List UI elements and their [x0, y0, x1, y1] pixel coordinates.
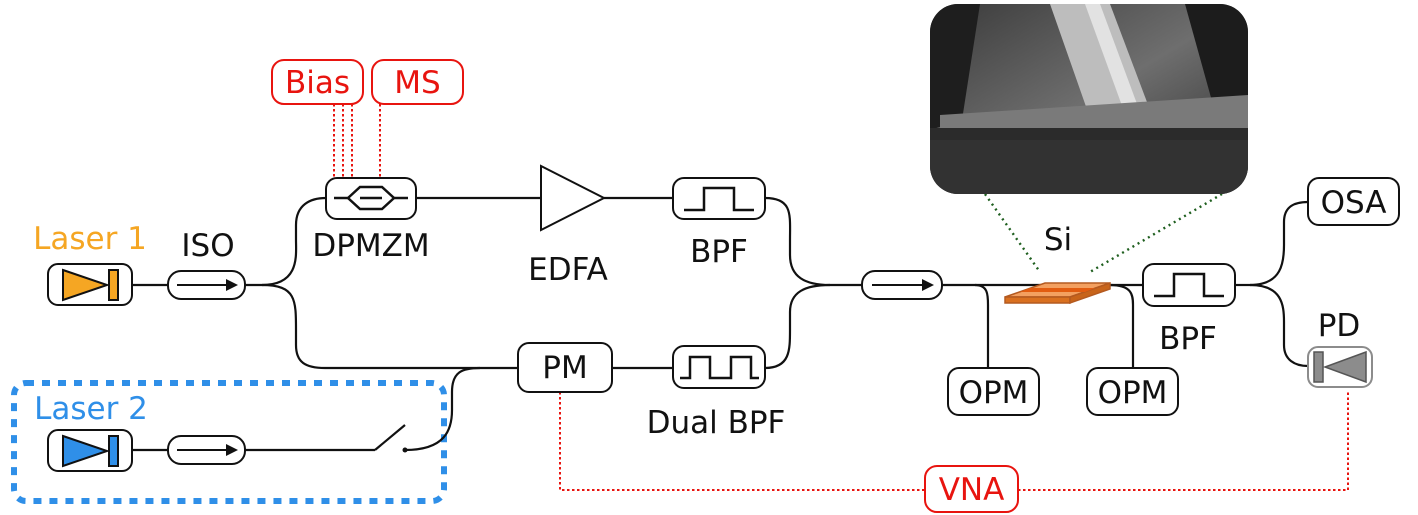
dpmzm-label: DPMZM	[312, 228, 429, 264]
sem-micrograph-image	[930, 4, 1248, 194]
rf-lines	[333, 104, 1349, 491]
laser-diode-icon	[62, 268, 119, 302]
isolator-arrow-icon	[177, 279, 238, 291]
opm1-box[interactable]	[947, 367, 1040, 416]
optical-switch-icon[interactable]	[374, 424, 408, 453]
laser1-label: Laser 1	[33, 221, 147, 257]
bandpass-filter-icon	[684, 186, 754, 212]
mzm-interferometer-icon	[334, 185, 408, 211]
vna-box[interactable]	[924, 465, 1019, 513]
bpf2-label: BPF	[1159, 321, 1217, 357]
ms-label: MS	[394, 65, 440, 101]
pd-label: PD	[1318, 308, 1361, 344]
laser-diode-icon	[62, 434, 119, 468]
opm2-box[interactable]	[1086, 367, 1179, 416]
si-chip-sample[interactable]	[1004, 281, 1111, 305]
dual-bpf-label: Dual BPF	[647, 405, 786, 441]
ms-box[interactable]	[371, 59, 464, 105]
dual-bandpass-filter-icon	[680, 355, 759, 380]
photodiode-icon	[1313, 350, 1367, 384]
bpf1-label: BPF	[690, 234, 748, 270]
bpf1-box[interactable]	[672, 177, 766, 220]
bandpass-filter-icon	[1154, 272, 1224, 298]
osa-label: OSA	[1321, 185, 1387, 221]
opm1-label: OPM	[959, 375, 1029, 411]
laser2-label: Laser 2	[34, 391, 148, 427]
laser2-frame	[11, 380, 447, 504]
pm-box[interactable]	[517, 342, 613, 393]
si-label: Si	[1044, 222, 1072, 258]
opm2-label: OPM	[1098, 375, 1168, 411]
fiber-lines	[132, 196, 1309, 452]
bias-box[interactable]	[271, 59, 364, 105]
edfa-amplifier-triangle-icon[interactable]	[540, 164, 607, 232]
arrow-icon	[872, 279, 934, 291]
isolator-arrow-icon	[177, 444, 238, 456]
iso-label: ISO	[181, 228, 234, 264]
sem-projection-right	[1089, 192, 1223, 274]
vna-label: VNA	[939, 472, 1005, 508]
osa-box[interactable]	[1307, 177, 1400, 226]
bias-label: Bias	[285, 65, 350, 101]
pm-label: PM	[542, 350, 587, 386]
bpf2-box[interactable]	[1142, 263, 1236, 307]
edfa-label: EDFA	[528, 252, 608, 288]
sem-projection-left	[984, 193, 1041, 273]
